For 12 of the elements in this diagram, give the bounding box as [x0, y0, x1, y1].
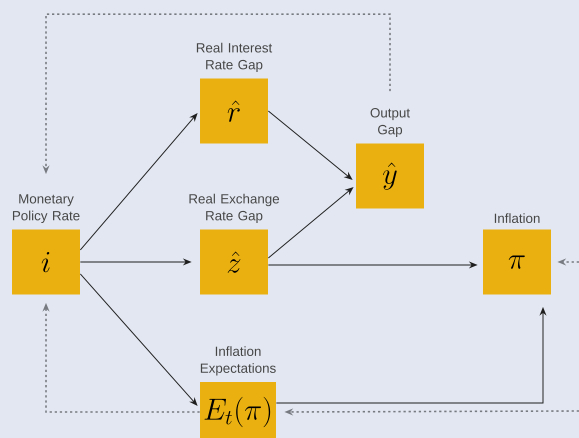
box-heading: Inflation Expectations	[200, 346, 276, 376]
box-heading: Real Interest Rate Gap	[196, 42, 272, 72]
variable-box: $E_t(\pi)$	[200, 382, 276, 438]
box-heading: Output Gap	[370, 108, 410, 138]
variable-box: $\hat{z}$	[200, 230, 268, 294]
variable-box: $\hat{y}$	[356, 144, 424, 208]
variable-box: $\hat{r}$	[200, 78, 268, 144]
variable-box: $i$	[12, 230, 80, 294]
box-heading: Inflation	[494, 213, 540, 224]
box-heading: Monetary Policy Rate	[12, 194, 80, 224]
box-heading: Real Exchange Rate Gap	[189, 194, 280, 224]
variable-box: $\pi$	[483, 230, 551, 294]
